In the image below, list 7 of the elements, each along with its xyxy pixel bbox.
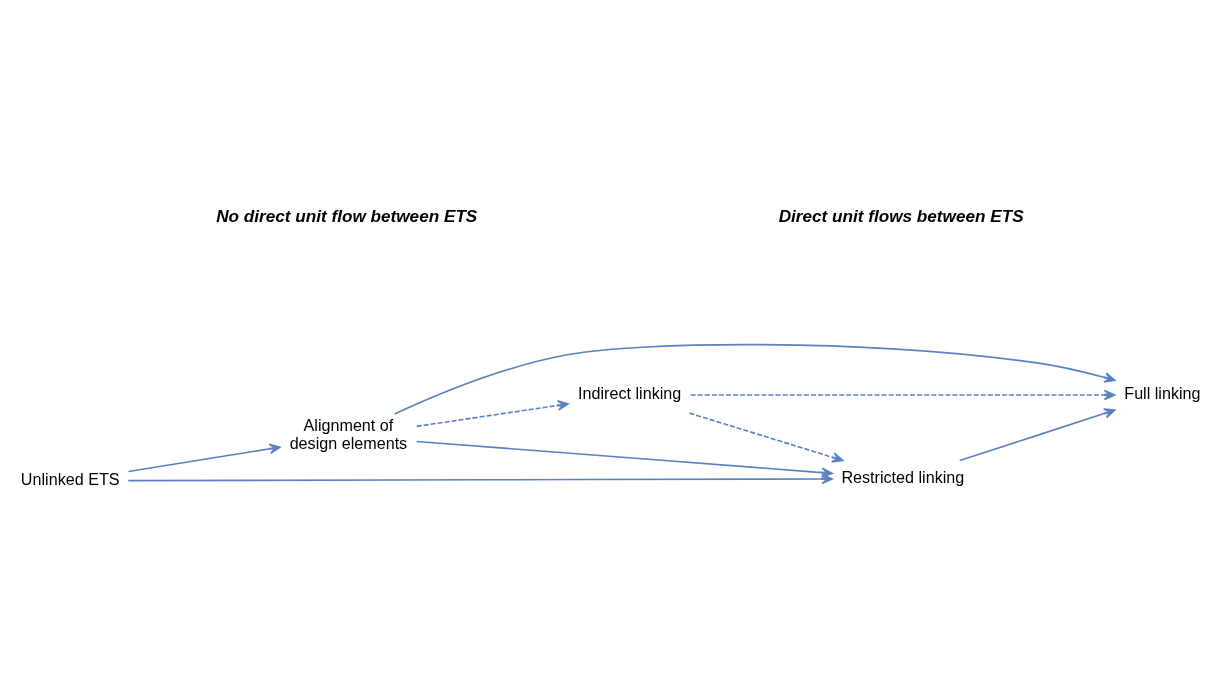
node-text: Alignment of design elements [289,416,408,453]
node-text: Full linking [1124,383,1201,402]
label: Direct unit flows between ETS [778,206,1024,227]
label: No direct unit flow between ETS [216,206,478,227]
node-text: Restricted linking [841,467,965,486]
node-text: Indirect linking [578,383,682,402]
node-text: Unlinked ETS [20,469,120,488]
